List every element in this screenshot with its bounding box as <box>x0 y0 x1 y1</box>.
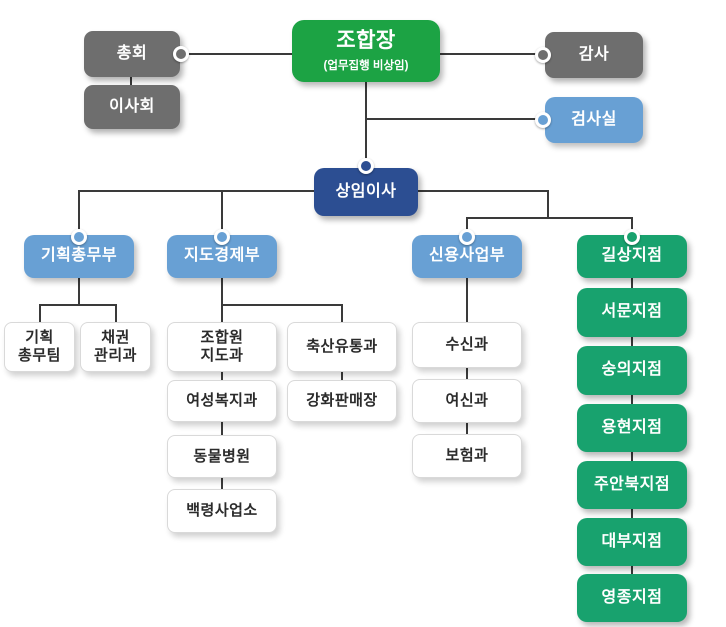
node-livestock-distribution-section: 축산유통과 <box>287 322 397 372</box>
connector-line <box>466 217 468 232</box>
node-general-meeting: 총회 <box>84 31 180 77</box>
connector-line <box>366 118 538 120</box>
connector-line <box>78 278 80 306</box>
node-member-guidance-section: 조합원 지도과 <box>167 322 277 372</box>
connector-line <box>79 190 316 192</box>
connector-line <box>365 82 367 162</box>
connector-line <box>631 395 633 405</box>
node-yonghyeon-branch: 용현지점 <box>577 404 687 452</box>
connector-line <box>78 190 80 232</box>
connector-line <box>466 217 633 219</box>
node-auditor: 감사 <box>545 32 643 78</box>
connector-line <box>341 304 343 323</box>
connector-line <box>341 372 343 381</box>
node-executive-director: 상임이사 <box>314 168 418 216</box>
connector-dot <box>358 158 374 174</box>
connector-line <box>466 278 468 323</box>
connector-line <box>221 372 223 381</box>
connector-dot <box>214 229 230 245</box>
connector-line <box>631 337 633 347</box>
connector-line <box>418 190 549 192</box>
node-juanbuk-branch: 주안북지점 <box>577 461 687 509</box>
node-chairman-label: 조합장 <box>336 29 396 53</box>
connector-line <box>440 53 538 55</box>
connector-line <box>115 304 117 323</box>
node-insurance-section: 보험과 <box>412 434 522 478</box>
connector-line <box>221 190 223 232</box>
node-loan-section: 여신과 <box>412 379 522 423</box>
node-guidance-economy-dept: 지도경제부 <box>167 235 277 278</box>
connector-line <box>631 278 633 289</box>
connector-dot <box>535 47 551 63</box>
connector-line <box>631 452 633 462</box>
connector-line <box>221 304 342 306</box>
connector-line <box>631 217 633 232</box>
node-inspection-office: 검사실 <box>545 97 643 143</box>
connector-dot <box>624 229 640 245</box>
connector-dot <box>71 229 87 245</box>
node-planning-team: 기획 총무팀 <box>4 322 75 372</box>
connector-line <box>547 190 549 219</box>
node-yeongjong-branch: 영종지점 <box>577 574 687 622</box>
node-chairman-subtitle: (업무집행 비상임) <box>323 59 409 72</box>
node-daebu-branch: 대부지점 <box>577 518 687 566</box>
connector-line <box>221 278 223 323</box>
connector-dot <box>459 229 475 245</box>
node-baengnyeong-office: 백령사업소 <box>167 489 277 533</box>
connector-line <box>466 368 468 380</box>
connector-line <box>130 77 132 86</box>
connector-line <box>186 53 292 55</box>
node-sungui-branch: 숭의지점 <box>577 346 687 395</box>
connector-line <box>466 423 468 435</box>
node-board-of-directors: 이사회 <box>84 85 180 129</box>
connector-dot <box>173 46 189 62</box>
node-seomun-branch: 서문지점 <box>577 288 687 337</box>
node-womens-welfare-section: 여성복지과 <box>167 380 277 422</box>
connector-line <box>221 422 223 436</box>
node-chairman: 조합장 (업무집행 비상임) <box>292 20 440 82</box>
connector-line <box>221 478 223 490</box>
node-ganghwa-sales-outlet: 강화판매장 <box>287 380 397 422</box>
connector-line <box>631 509 633 519</box>
connector-line <box>631 566 633 575</box>
connector-dot <box>535 112 551 128</box>
connector-line <box>39 304 41 323</box>
node-deposit-section: 수신과 <box>412 322 522 368</box>
node-bond-management-section: 채권 관리과 <box>80 322 151 372</box>
node-animal-hospital: 동물병원 <box>167 435 277 478</box>
